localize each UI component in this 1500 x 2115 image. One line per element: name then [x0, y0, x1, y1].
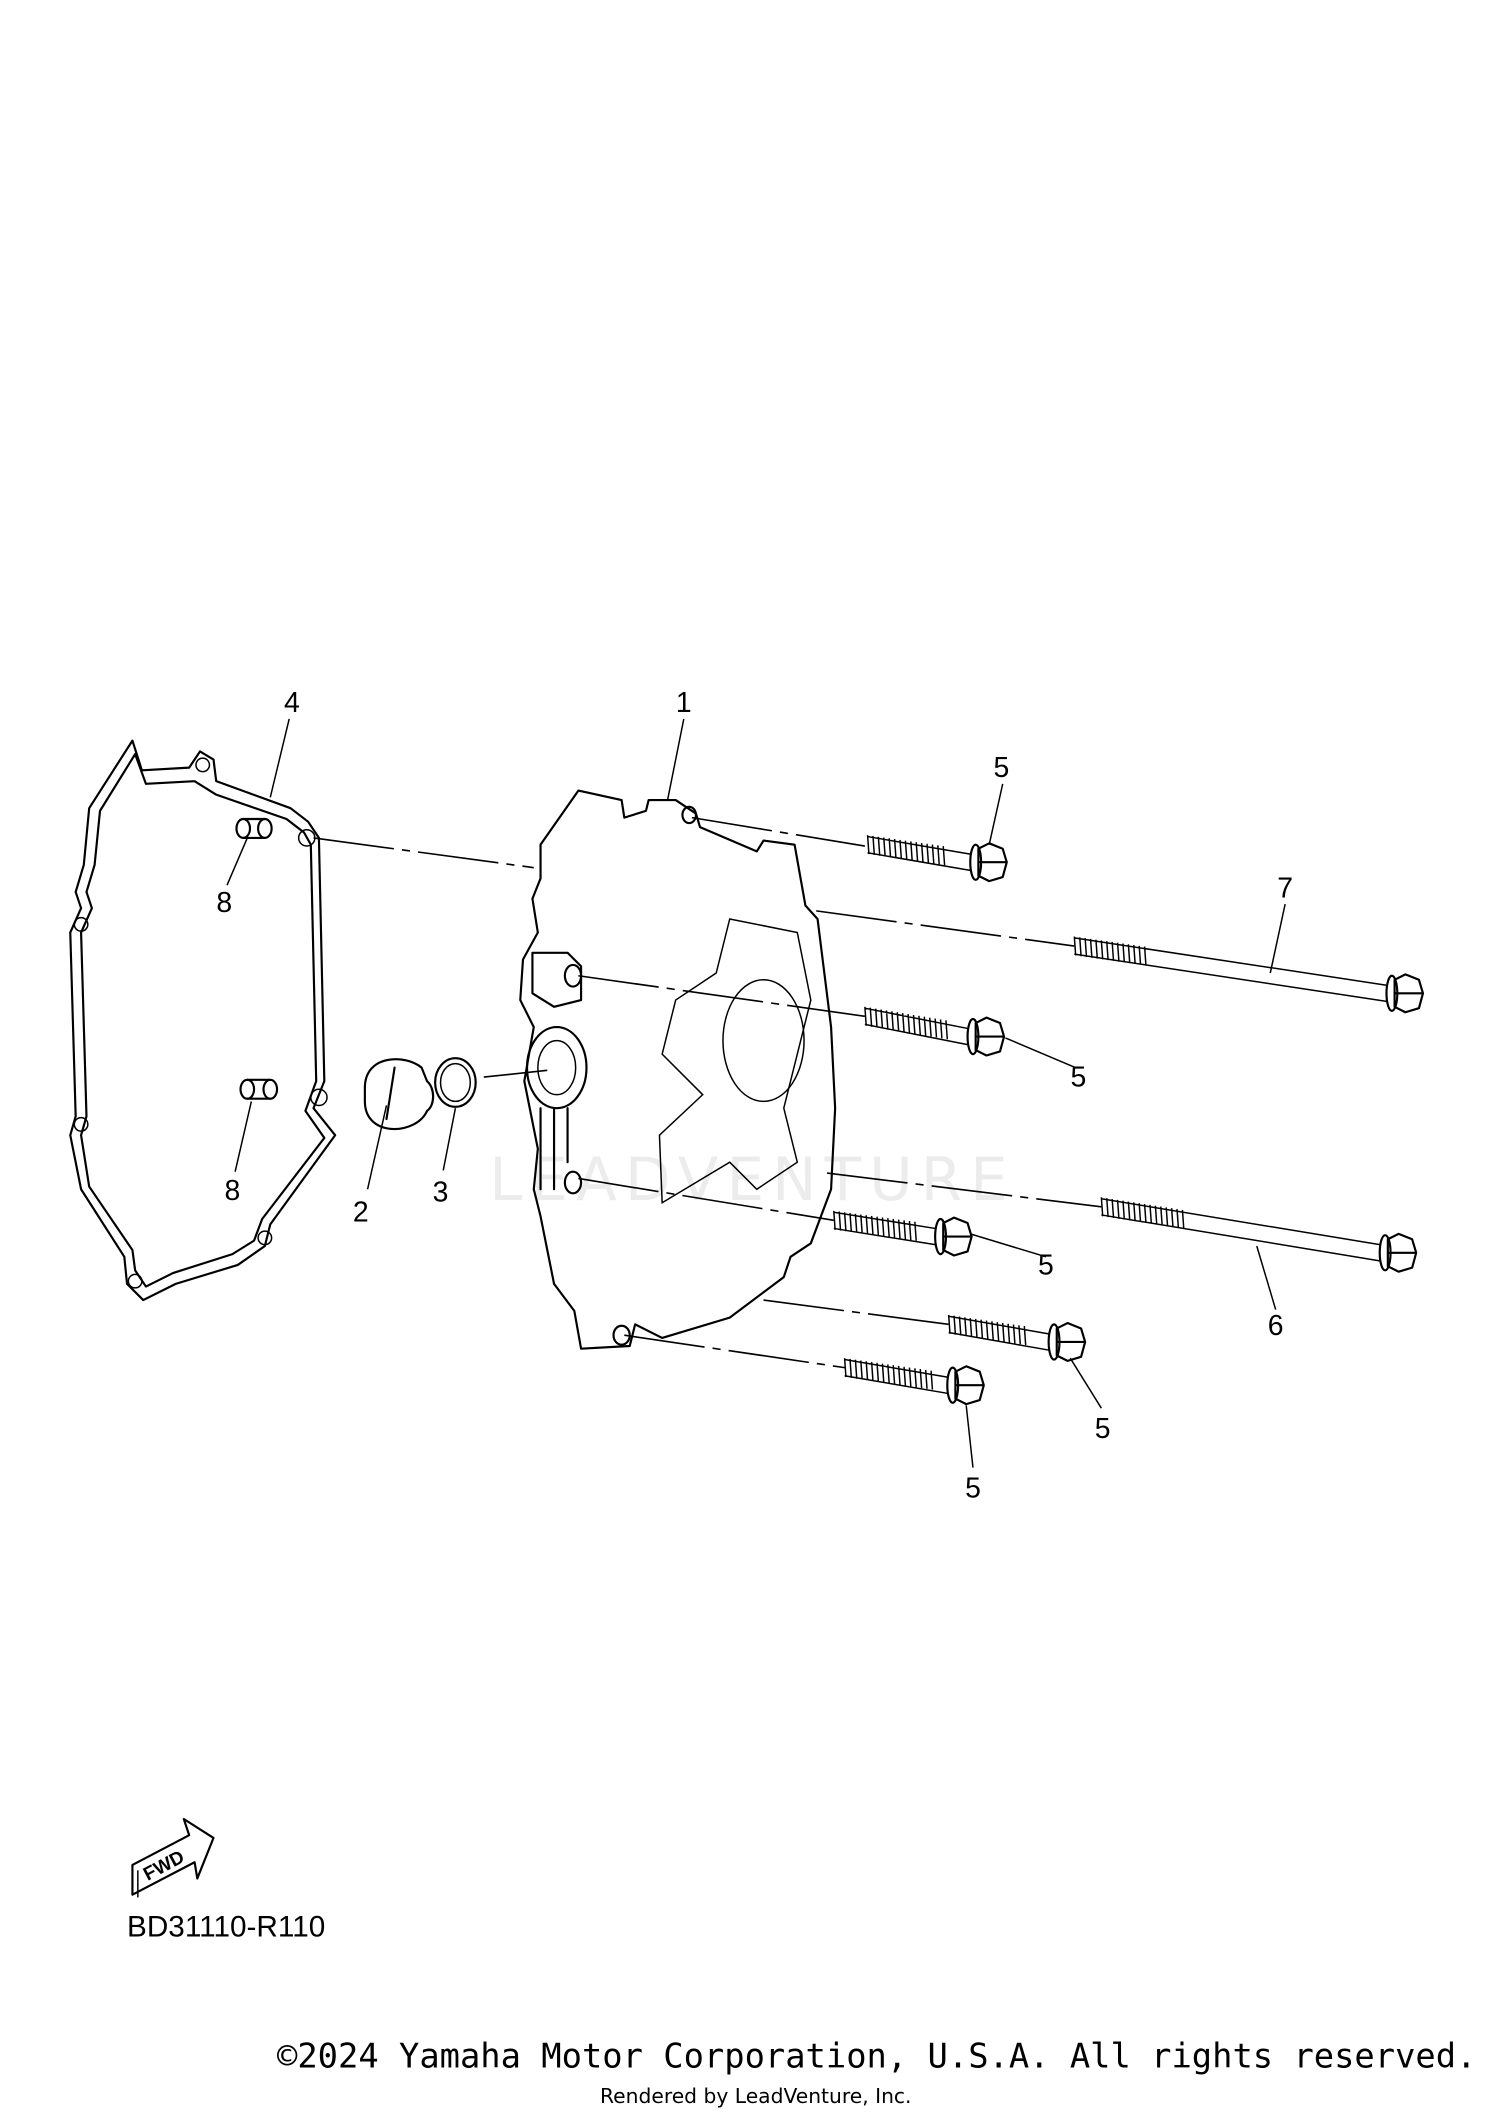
fwd-label: FWD — [140, 1847, 188, 1886]
callout-7: 7 — [1277, 872, 1293, 904]
callout-1: 1 — [676, 687, 692, 719]
bolt — [843, 1358, 985, 1406]
callout-5: 5 — [1038, 1249, 1054, 1281]
callout-5: 5 — [965, 1472, 981, 1504]
rendered-by: Rendered by LeadVenture, Inc. — [600, 2084, 912, 2108]
dowel-pin — [235, 817, 279, 1100]
bolt — [864, 1006, 1006, 1057]
leader-lines — [226, 718, 1286, 1468]
watermark: LEADVENTURE — [489, 1146, 1016, 1215]
o-ring — [434, 1057, 477, 1108]
callout-5: 5 — [1095, 1413, 1111, 1445]
bolts — [833, 835, 1425, 1406]
bolt — [866, 835, 1008, 883]
callout-4: 4 — [284, 687, 300, 719]
gasket — [69, 739, 337, 1302]
crankcase-cover — [519, 789, 837, 1350]
callout-5: 5 — [993, 752, 1009, 784]
callout-8: 8 — [216, 887, 232, 919]
diagram-code: BD31110-R110 — [127, 1911, 325, 1944]
callout-2: 2 — [353, 1197, 369, 1229]
callout-5: 5 — [1070, 1062, 1086, 1094]
fwd-arrow-icon: FWD — [131, 1817, 215, 1898]
alignment-lines — [313, 816, 1102, 1369]
bolt — [947, 1314, 1087, 1362]
callout-3: 3 — [433, 1176, 449, 1208]
bolt — [833, 1210, 973, 1257]
callout-6: 6 — [1268, 1310, 1284, 1342]
bolt — [1100, 1197, 1418, 1273]
callout-8: 8 — [225, 1175, 241, 1207]
bolt — [1073, 936, 1425, 1014]
plug — [363, 1058, 435, 1131]
callouts: 4 1 5 7 8 5 2 3 8 5 6 5 5 — [216, 687, 1293, 1504]
copyright: ©2024 Yamaha Motor Corporation, U.S.A. A… — [277, 2037, 1476, 2076]
